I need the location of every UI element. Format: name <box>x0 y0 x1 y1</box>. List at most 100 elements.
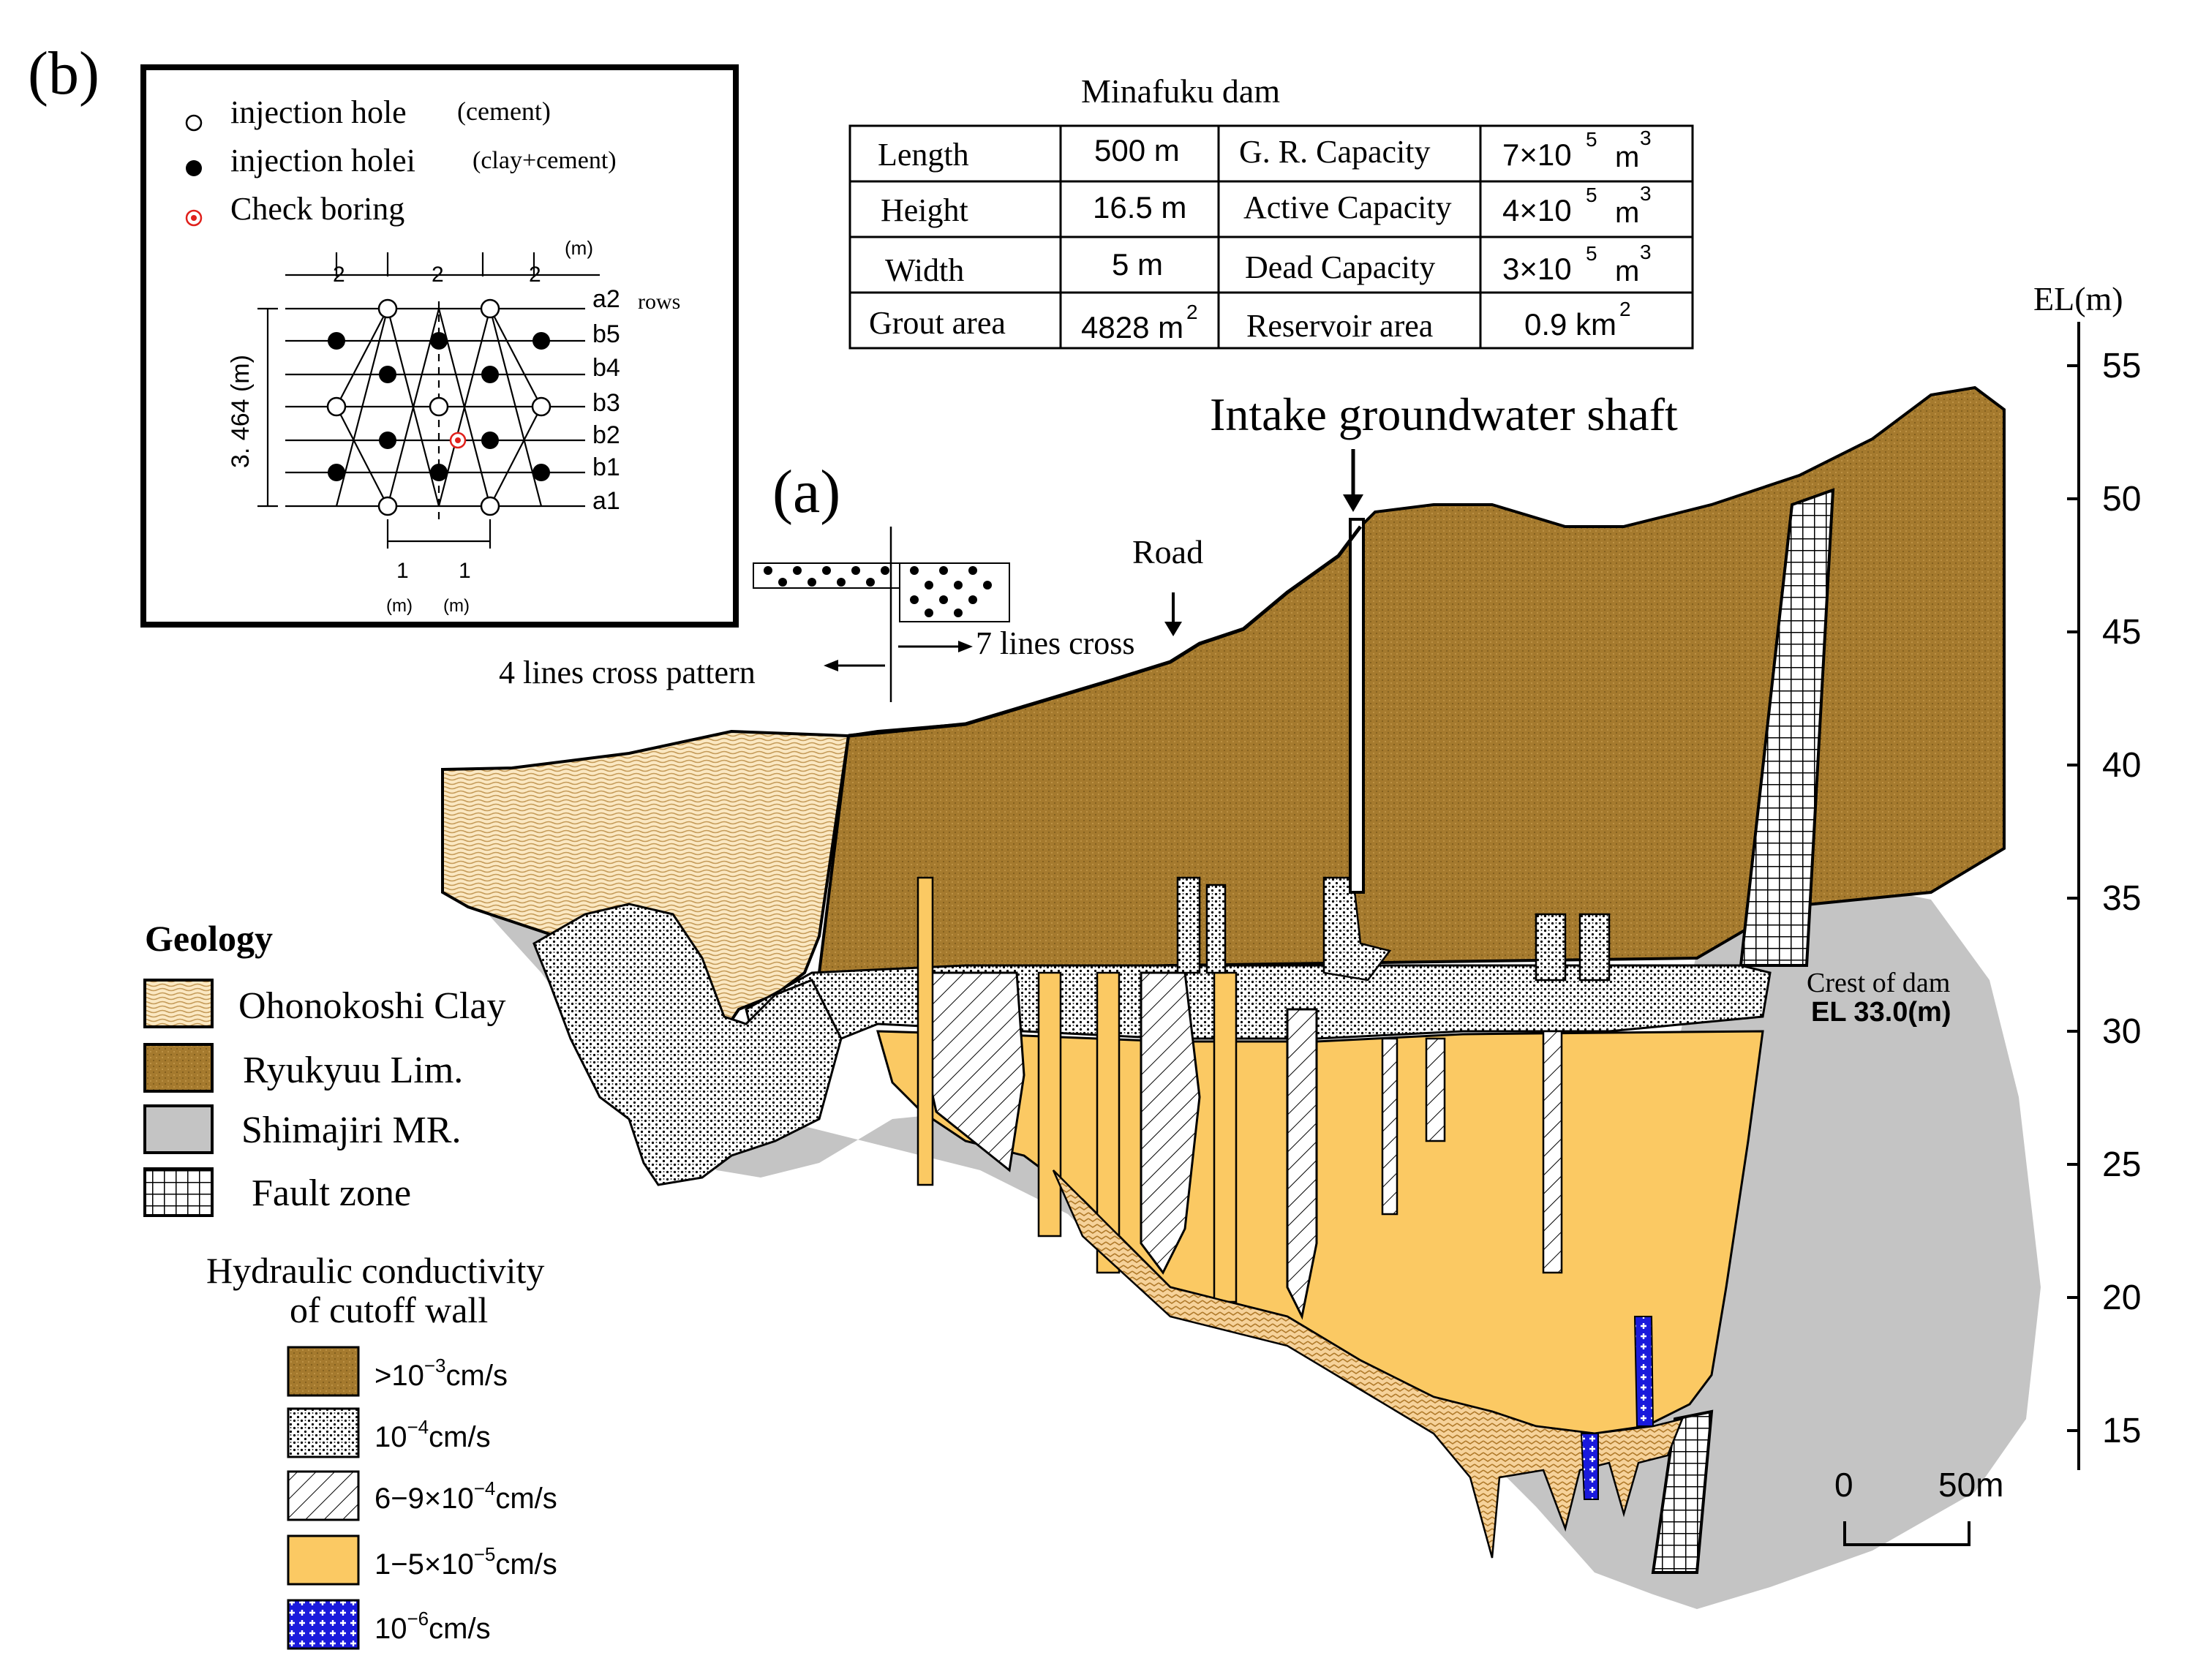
table-r3-c4-exp: 5 <box>1586 242 1597 265</box>
cond-label-1: >10−3cm/s <box>374 1355 508 1392</box>
table-r4-c4: 0.9 km <box>1524 307 1616 342</box>
row-label-b1: b1 <box>592 453 620 481</box>
cond-swatch-2 <box>287 1407 360 1458</box>
legend-swatch-shimajiri <box>143 1104 214 1154</box>
conductivity-title-1: Hydraulic conductivity <box>206 1250 544 1291</box>
geology-legend-title: Geology <box>145 918 273 959</box>
dam-table-grid <box>848 124 1694 350</box>
shaft-label: Intake groundwater shaft <box>1210 388 1678 440</box>
cond-swatch-4 <box>287 1534 360 1586</box>
legend-open-hole-label: injection hole <box>230 94 407 130</box>
dotted-finger-5 <box>1578 913 1611 982</box>
cutoff-blue-2 <box>1580 1433 1599 1500</box>
cond-label-3: 6−9×10−4cm/s <box>374 1477 557 1515</box>
legend-filled-hole-label: injection holei <box>230 143 415 178</box>
legend-label-clay: Ohonokoshi Clay <box>238 985 505 1027</box>
el-tick-35: 35 <box>2102 879 2141 918</box>
legend-filled-hole-note: (clay+cement) <box>473 147 617 174</box>
panel-a-label: (a) <box>772 458 840 526</box>
el-tick-20: 20 <box>2102 1278 2141 1317</box>
bottom-unit-1: (m) <box>386 596 413 616</box>
cond-swatch-3 <box>287 1470 360 1521</box>
table-r4-c2: 4828 m <box>1081 310 1183 344</box>
table-r3-c4-unit-exp: 3 <box>1640 241 1652 263</box>
spacing-label-3: 2 <box>529 263 541 287</box>
table-r2-c4-unit: m <box>1615 197 1639 229</box>
bottom-spacing-1: 1 <box>396 559 409 583</box>
legend-filled-hole-icon <box>186 160 202 176</box>
spacing-label-2: 2 <box>432 263 444 287</box>
table-r1-c4-exp: 5 <box>1586 128 1597 151</box>
cross-4-label: 4 lines cross pattern <box>499 655 756 690</box>
legend-swatch-ryukyu <box>143 1043 214 1093</box>
table-r2-c4: 4×10 <box>1502 193 1572 227</box>
crest-label-2: EL 33.0(m) <box>1811 997 1951 1028</box>
legend-check-boring-label: Check boring <box>230 191 404 227</box>
ryukyu-limestone-layer <box>817 385 2006 974</box>
scale-bar-line <box>1843 1521 1970 1546</box>
table-r2-c4-exp: 5 <box>1586 184 1597 206</box>
dotted-finger-1 <box>1176 876 1201 974</box>
crest-label-1: Crest of dam <box>1807 968 1950 998</box>
table-r1-c4: 7×10 <box>1502 138 1572 172</box>
legend-label-fault: Fault zone <box>252 1172 411 1214</box>
cross-4-arrowhead <box>824 660 838 671</box>
thin-finger-1 <box>1425 1037 1446 1142</box>
table-r1-c1: Length <box>878 137 969 173</box>
row-label-b4: b4 <box>592 354 620 382</box>
legend-open-hole-note: (cement) <box>457 97 551 126</box>
table-r3-c4-unit: m <box>1615 255 1639 287</box>
yellow-finger-3 <box>1096 971 1121 1274</box>
road-label: Road <box>1132 533 1203 570</box>
el-tick-55: 55 <box>2102 347 2141 385</box>
table-r3-c1: Width <box>885 252 964 288</box>
scale-bar-start: 0 <box>1834 1466 1853 1504</box>
cutoff-dotted-left <box>532 903 843 1186</box>
cond-label-5: 10−6cm/s <box>374 1608 491 1645</box>
legend-swatch-clay <box>143 979 214 1028</box>
cond-swatch-1 <box>287 1346 360 1397</box>
table-r1-c4-unit-exp: 3 <box>1640 127 1652 149</box>
rows-word: rows <box>638 290 680 314</box>
table-r1-c2: 500 m <box>1094 133 1180 167</box>
table-r1-c4-unit: m <box>1615 141 1639 173</box>
bottom-spacing-2: 1 <box>459 559 471 583</box>
table-r3-c2: 5 m <box>1112 247 1163 282</box>
table-r2-c1: Height <box>881 192 968 228</box>
table-r2-c2: 16.5 m <box>1093 190 1186 225</box>
cond-swatch-5 <box>287 1599 360 1650</box>
legend-swatch-fault <box>143 1167 214 1217</box>
table-r4-c3: Reservoir area <box>1246 308 1433 344</box>
intake-shaft <box>1349 518 1365 894</box>
dam-table-title: Minafuku dam <box>1081 72 1280 110</box>
table-r4-c4-exp: 2 <box>1619 298 1631 320</box>
cutoff-brick-bottom <box>1052 1169 1685 1559</box>
cutoff-hatched-3 <box>1286 1008 1318 1320</box>
grid-holes <box>326 298 552 516</box>
thin-finger-3 <box>1381 1037 1399 1216</box>
shaft-arrowhead <box>1343 494 1363 512</box>
row-label-b2: b2 <box>592 421 620 449</box>
row-label-b3: b3 <box>592 389 620 417</box>
cutoff-blue-1 <box>1633 1316 1655 1427</box>
grid-unit-label: (m) <box>565 237 593 259</box>
table-r2-c4-unit-exp: 3 <box>1640 182 1652 205</box>
el-axis-title: EL(m) <box>2033 280 2123 317</box>
table-r3-c4: 3×10 <box>1502 252 1572 286</box>
cross-7-label: 7 lines cross <box>976 625 1135 661</box>
table-r1-c3: G. R. Capacity <box>1239 134 1431 170</box>
legend-check-boring-dot <box>191 215 197 221</box>
dotted-finger-4 <box>1535 913 1567 982</box>
conductivity-title-2: of cutoff wall <box>290 1289 488 1330</box>
el-tick-15: 15 <box>2102 1412 2141 1450</box>
road-arrowhead <box>1164 622 1182 636</box>
el-tick-45: 45 <box>2102 613 2141 652</box>
thin-finger-2 <box>1542 1030 1563 1274</box>
row-label-b5: b5 <box>592 320 620 348</box>
spacing-label-1: 2 <box>333 263 345 287</box>
el-tick-50: 50 <box>2102 480 2141 519</box>
row-label-a1: a1 <box>592 487 620 515</box>
yellow-finger-2 <box>1037 971 1062 1238</box>
legend-label-ryukyu: Ryukyuu Lim. <box>243 1050 463 1091</box>
cond-label-4: 1−5×10−5cm/s <box>374 1543 557 1581</box>
